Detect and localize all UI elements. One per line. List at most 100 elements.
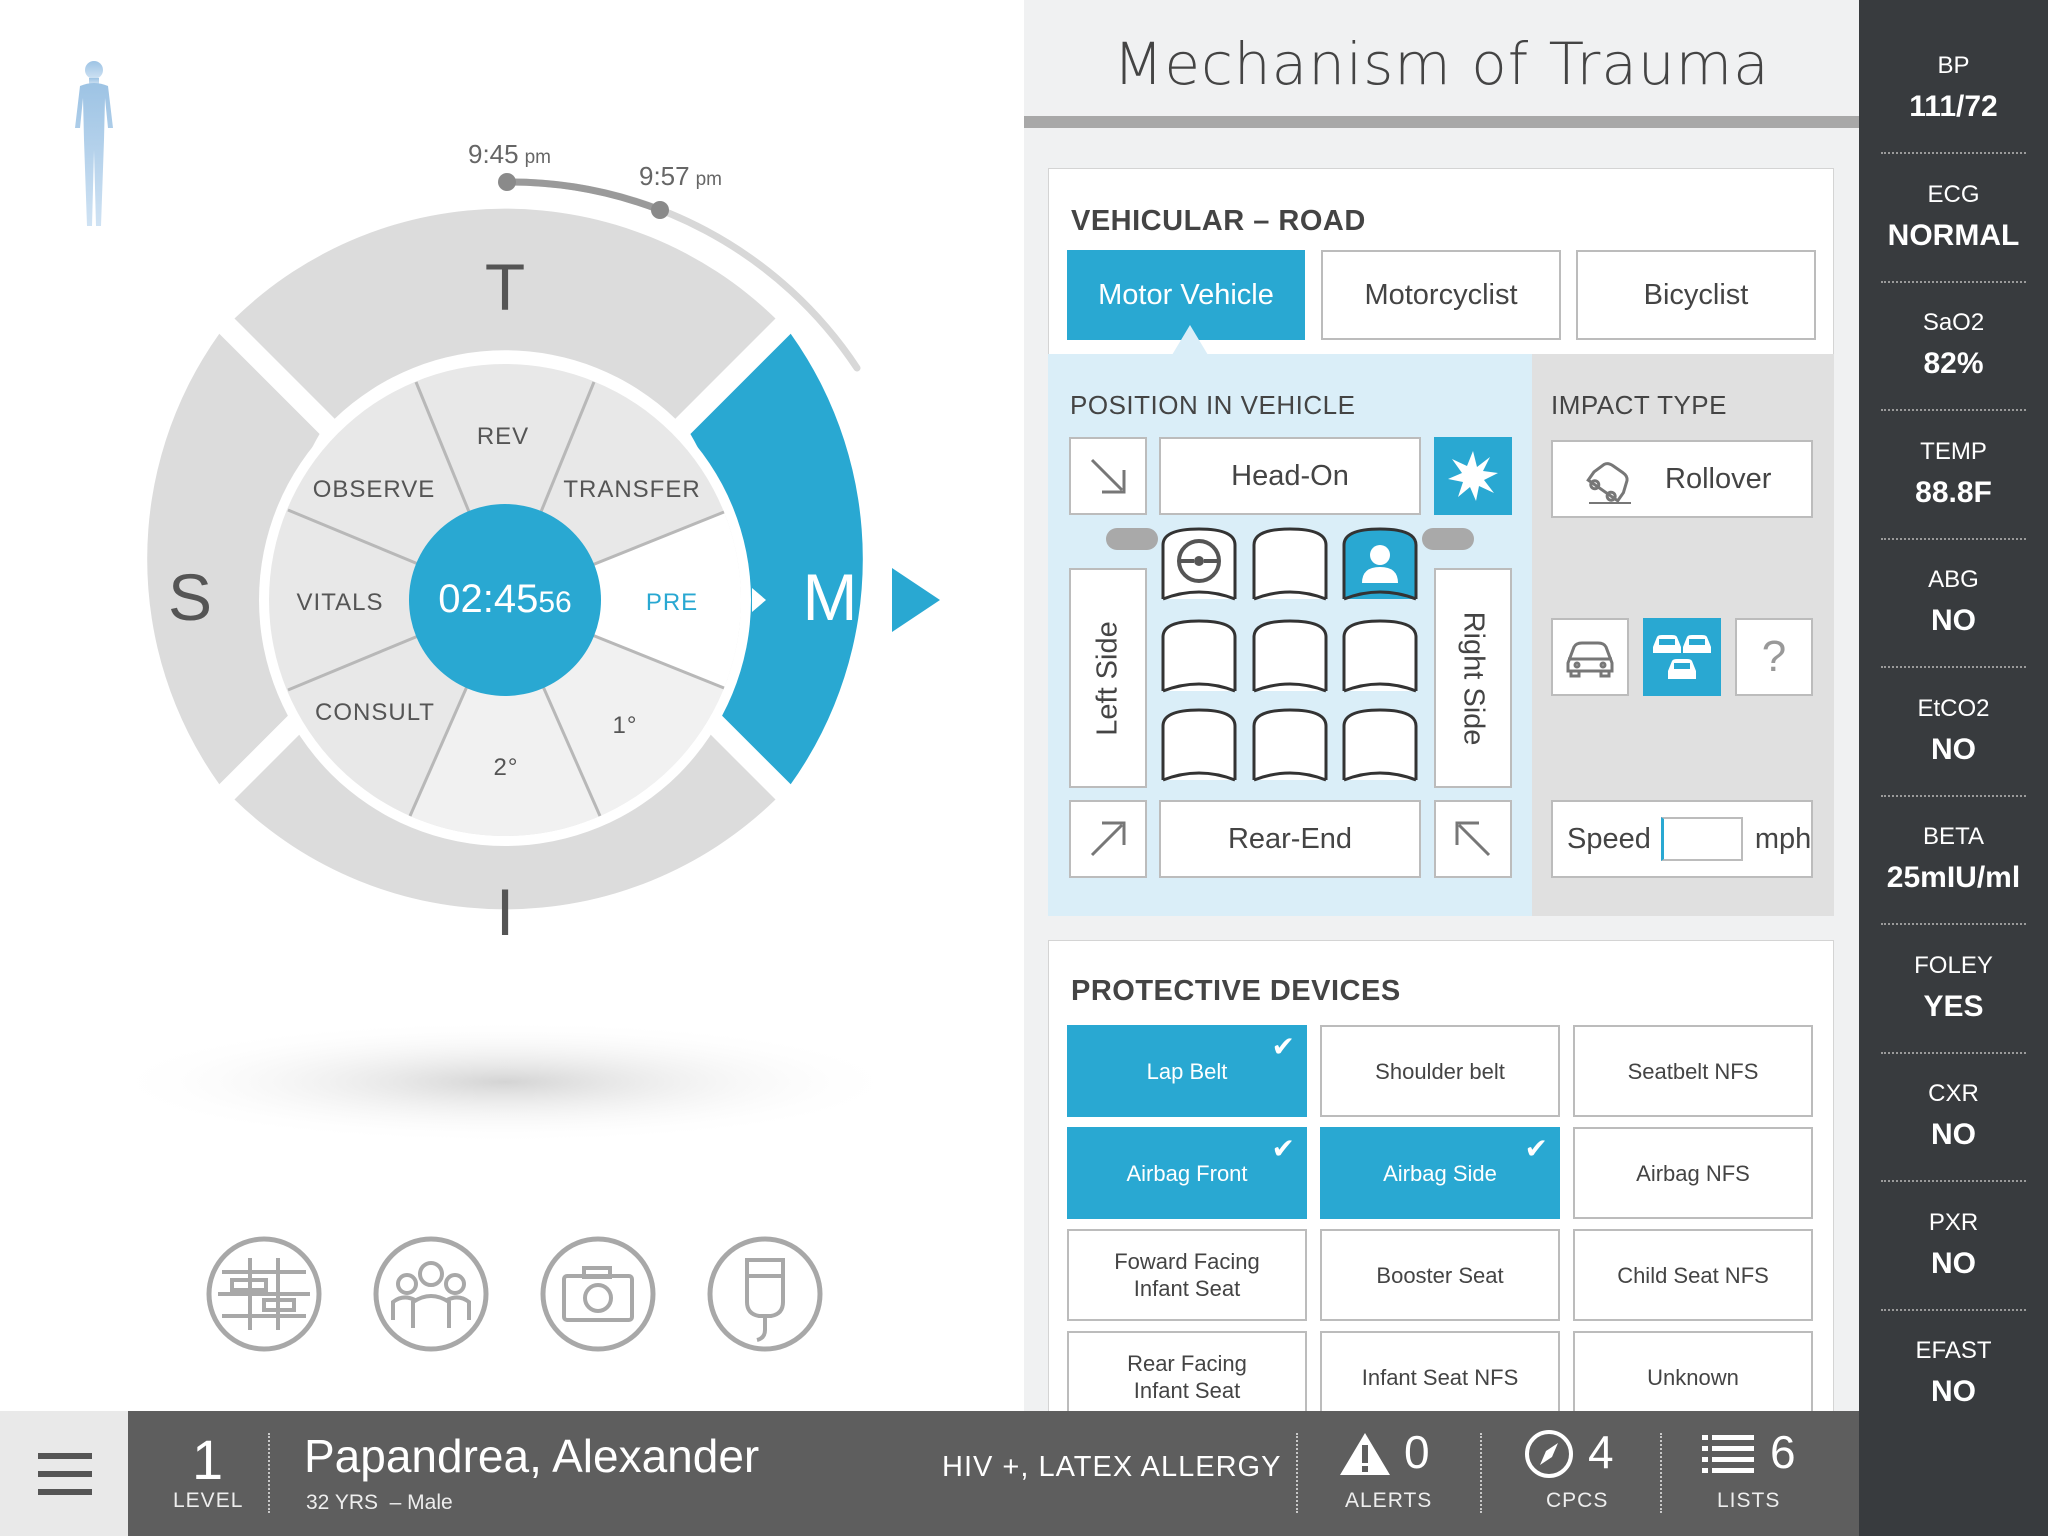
cpcs-button[interactable]: [1524, 1429, 1574, 1484]
vital-value: NO: [1931, 732, 1976, 766]
patient-demographics: 32 YRS – Male: [306, 1491, 453, 1514]
timer-circle[interactable]: [409, 504, 601, 696]
alerts-count: 0: [1404, 1426, 1430, 1478]
vital-divider: [1881, 1180, 2026, 1182]
vehicle-bicyclist-button[interactable]: Bicyclist: [1576, 250, 1816, 340]
patient-name[interactable]: Papandrea, Alexander: [304, 1430, 760, 1482]
arrow-down-right-icon: [1090, 458, 1126, 494]
impact-front-right-button[interactable]: [1434, 437, 1512, 515]
seat-driver[interactable]: [1159, 525, 1239, 607]
body-figure-icon[interactable]: [75, 61, 113, 226]
iv-bag-icon[interactable]: [707, 1236, 823, 1352]
alerts-label: ALERTS: [1345, 1489, 1433, 1512]
speed-label: Speed: [1567, 822, 1651, 855]
vital-value: NO: [1931, 1118, 1976, 1151]
bar-separator: [1296, 1433, 1298, 1513]
inner-secondary[interactable]: 2°: [494, 754, 519, 781]
impact-rear-right-button[interactable]: [1434, 800, 1512, 878]
protective-device-label: Shoulder belt: [1375, 1058, 1505, 1084]
inner-vitals[interactable]: VITALS: [297, 589, 384, 616]
seat-row2-left[interactable]: [1159, 617, 1239, 699]
seat-row2-right[interactable]: [1340, 617, 1420, 699]
patient-bar: 1 LEVEL Papandrea, Alexander 32 YRS – Ma…: [0, 1411, 1859, 1536]
protective-device-button[interactable]: Rear Facing Infant Seat: [1067, 1331, 1307, 1423]
vehicle-motorcyclist-button[interactable]: Motorcyclist: [1321, 250, 1561, 340]
protective-device-button[interactable]: Seatbelt NFS: [1573, 1025, 1813, 1117]
wheel-shadow: [105, 1020, 905, 1144]
seat-row3-right[interactable]: [1340, 706, 1420, 788]
protective-device-label: Airbag NFS: [1636, 1160, 1750, 1186]
inner-primary[interactable]: 1°: [613, 712, 638, 739]
cpcs-label: CPCS: [1546, 1489, 1609, 1512]
inner-rev[interactable]: REV: [477, 423, 529, 450]
protective-device-button[interactable]: Child Seat NFS: [1573, 1229, 1813, 1321]
impact-front-left-button[interactable]: [1069, 437, 1147, 515]
inner-observe[interactable]: OBSERVE: [313, 476, 436, 503]
checkmark-icon: ✔: [1524, 1133, 1548, 1164]
vital-divider: [1881, 1308, 2026, 1311]
protective-device-button[interactable]: Shoulder belt: [1320, 1025, 1560, 1117]
protective-device-button[interactable]: Unknown: [1573, 1331, 1813, 1423]
position-panel-notch: [1172, 325, 1208, 355]
lists-button[interactable]: [1702, 1433, 1754, 1480]
impact-rear-left-button[interactable]: [1069, 800, 1147, 878]
head-on-button[interactable]: Head-On: [1159, 437, 1421, 515]
single-vehicle-button[interactable]: [1551, 618, 1629, 696]
protective-device-label: Foward Facing Infant Seat: [1114, 1249, 1260, 1301]
protective-title: PROTECTIVE DEVICES: [1071, 975, 1401, 1007]
layout-board-icon[interactable]: [206, 1236, 322, 1352]
rear-end-button[interactable]: Rear-End: [1159, 800, 1421, 878]
segment-T[interactable]: [234, 208, 776, 419]
right-side-button[interactable]: Right Side: [1434, 568, 1512, 788]
segment-T-label: T: [485, 250, 525, 324]
right-mirror: [1422, 528, 1474, 550]
protective-device-label: Child Seat NFS: [1617, 1262, 1769, 1288]
team-icon[interactable]: [373, 1236, 489, 1352]
protective-device-button[interactable]: Airbag Side✔: [1320, 1127, 1560, 1219]
unknown-vehicle-button[interactable]: ?: [1735, 618, 1813, 696]
menu-icon-line: [38, 1471, 92, 1477]
inner-transfer[interactable]: TRANSFER: [563, 476, 700, 503]
vital-label: PXR: [1928, 1208, 1979, 1236]
seat-row2-middle[interactable]: [1250, 617, 1330, 699]
inner-consult[interactable]: CONSULT: [315, 699, 435, 726]
protective-device-button[interactable]: Infant Seat NFS: [1320, 1331, 1560, 1423]
menu-button[interactable]: [0, 1411, 128, 1536]
alerts-button[interactable]: [1338, 1431, 1392, 1482]
left-side-button[interactable]: Left Side: [1069, 568, 1147, 788]
seat-row3-left[interactable]: [1159, 706, 1239, 788]
protective-device-button[interactable]: Foward Facing Infant Seat: [1067, 1229, 1307, 1321]
protective-device-button[interactable]: Airbag NFS: [1573, 1127, 1813, 1219]
protective-device-button[interactable]: Airbag Front✔: [1067, 1127, 1307, 1219]
segment-M-pointer: [892, 568, 940, 632]
speed-input[interactable]: [1660, 817, 1743, 861]
checkmark-icon: ✔: [1271, 1031, 1295, 1062]
timer-text: 02:4556: [438, 577, 571, 621]
protective-device-button[interactable]: Booster Seat: [1320, 1229, 1560, 1321]
vital-label: BETA: [1923, 823, 1984, 850]
camera-icon[interactable]: [540, 1236, 656, 1352]
seat-front-middle[interactable]: [1250, 525, 1330, 607]
rollover-button[interactable]: Rollover: [1551, 440, 1813, 518]
pre-wedge[interactable]: [505, 512, 742, 688]
protective-device-button[interactable]: Lap Belt✔: [1067, 1025, 1307, 1117]
seat-front-passenger[interactable]: [1340, 525, 1420, 607]
mechanism-title: Mechanism of Trauma: [1113, 30, 1770, 98]
seat-row3-middle[interactable]: [1250, 706, 1330, 788]
vital-divider: [1881, 409, 2026, 411]
inner-pre[interactable]: PRE: [646, 589, 698, 616]
multi-vehicle-button[interactable]: [1643, 618, 1721, 696]
time-start-marker: [498, 173, 516, 191]
